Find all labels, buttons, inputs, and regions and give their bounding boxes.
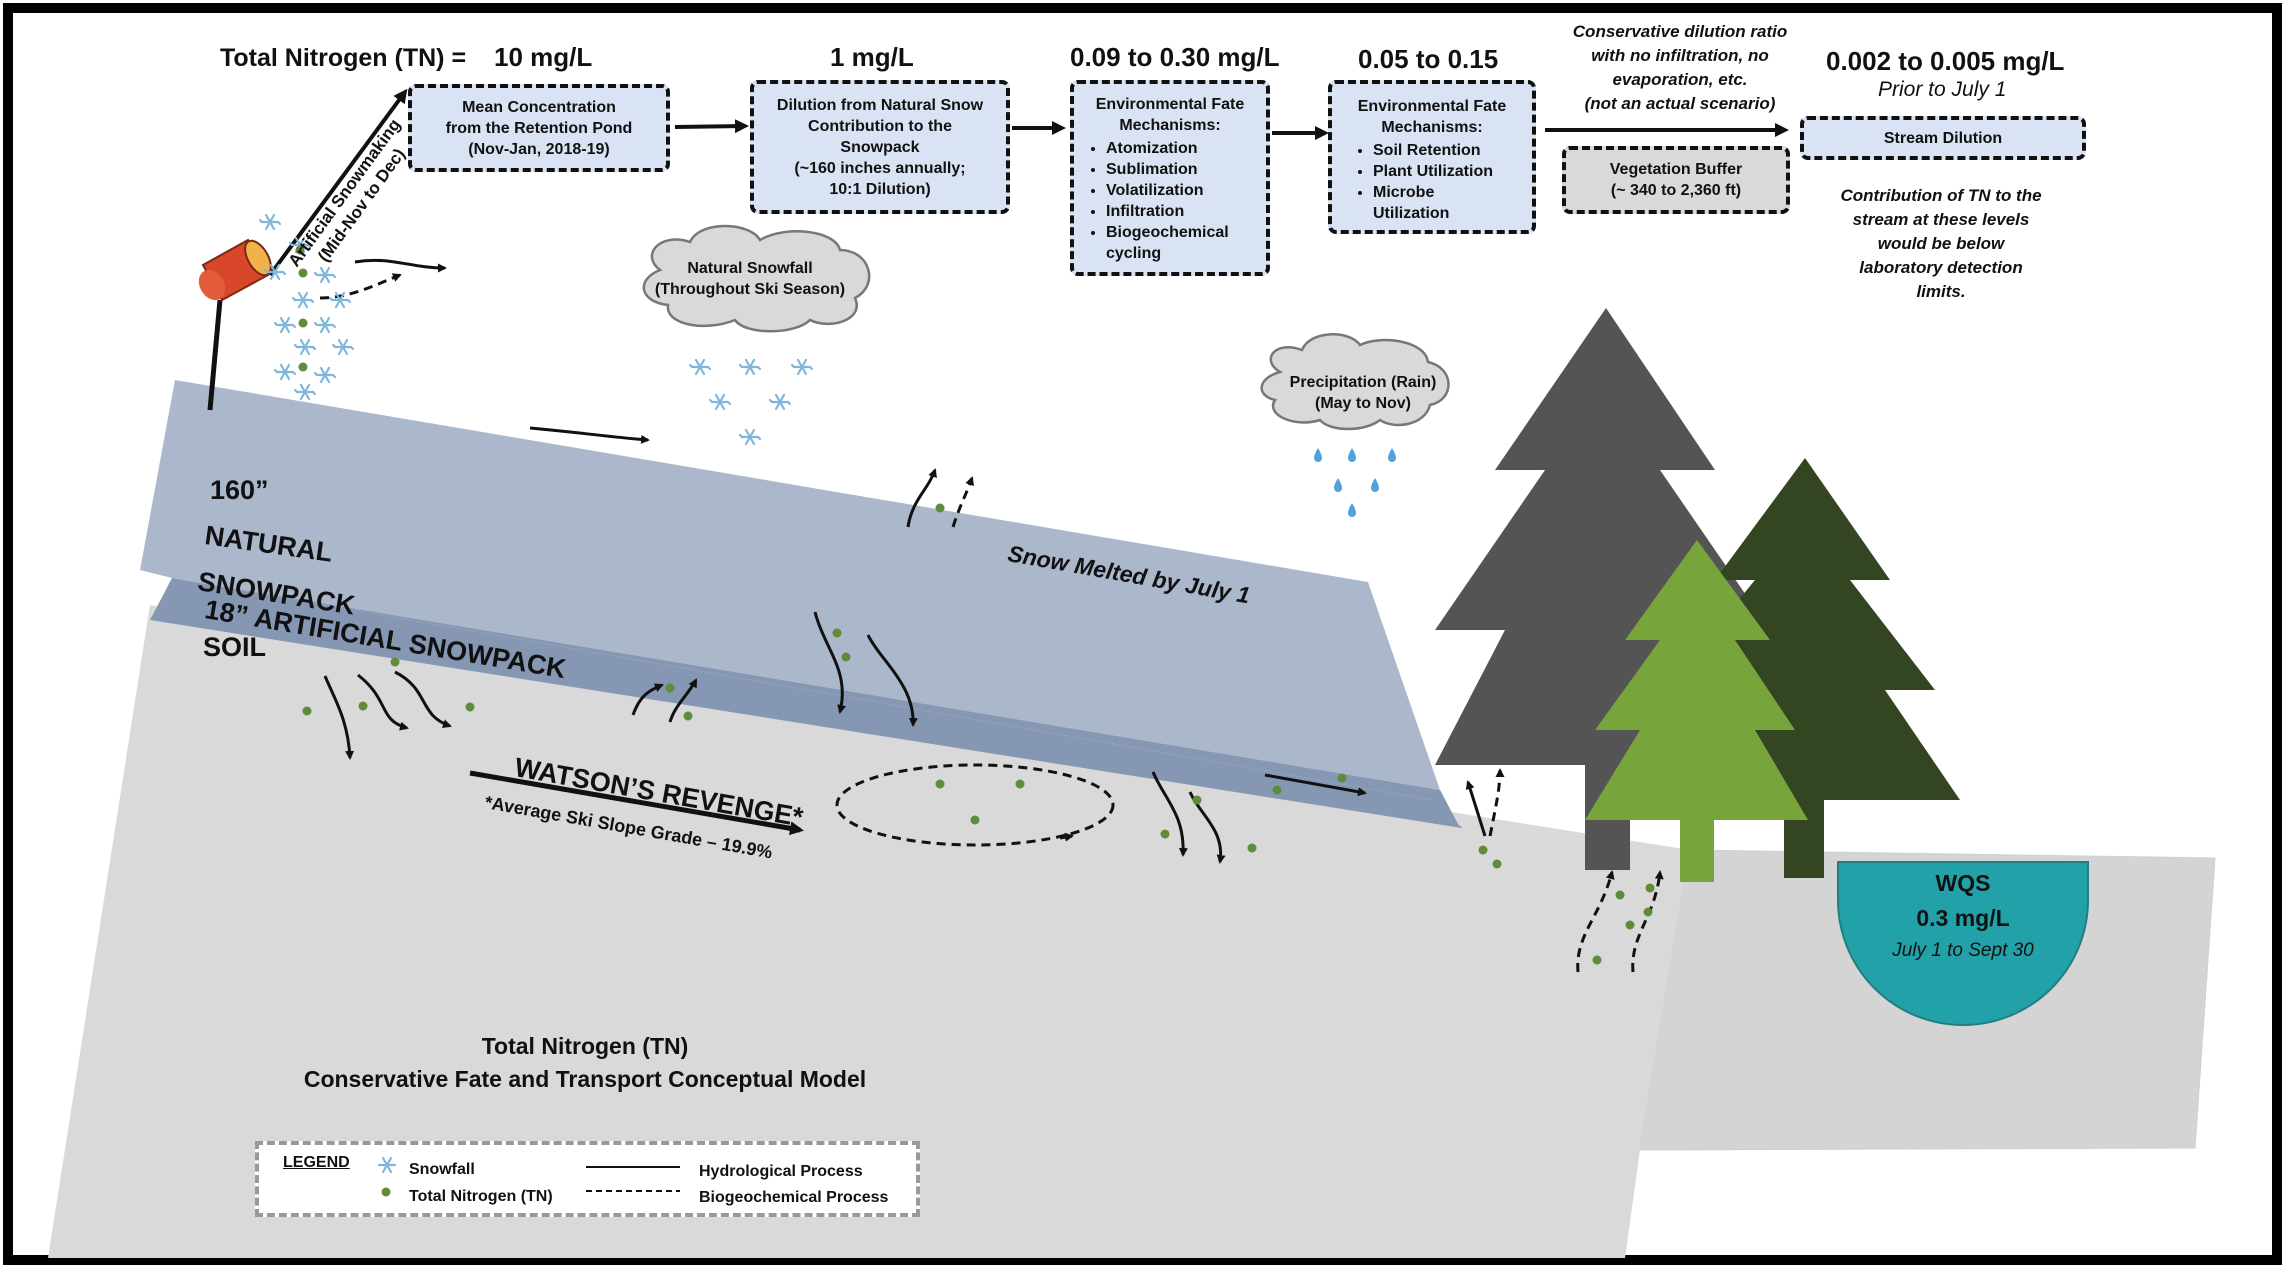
concentration-fate2: 0.05 to 0.15 (1358, 44, 1499, 74)
concentration-fate1: 0.09 to 0.30 mg/L (1070, 42, 1280, 72)
wqs-label: WQS (1935, 870, 1991, 896)
snowflake-icon (377, 1156, 397, 1174)
legend: LEGEND Snowfall Total Nitrogen (TN) Hydr… (255, 1141, 920, 1217)
cloud-icon (1260, 333, 1450, 431)
natural-snowfall-label: Natural Snowfall (Throughout Ski Season) (654, 260, 846, 298)
soil-label: SOIL (203, 632, 267, 662)
concentration-stream-subtitle: Prior to July 1 (1878, 78, 2007, 101)
snow-cannon-icon (198, 238, 272, 411)
snow-dilution-box: Dilution from Natural Snow Contribution … (750, 80, 1010, 214)
tn-particles (295, 245, 1655, 965)
natural-snowpack-layer (140, 380, 1440, 790)
legend-title: LEGEND (283, 1154, 350, 1171)
stream-detection-note: Contribution of TN to the stream at thes… (1840, 186, 2042, 301)
legend-tn: Total Nitrogen (TN) (409, 1188, 553, 1205)
wqs-value: 0.3 mg/L (1916, 905, 2010, 931)
tn-dot-icon (381, 1187, 391, 1197)
legend-bio: Biogeochemical Process (699, 1189, 889, 1206)
legend-line-samples (586, 1166, 680, 1192)
natural-snowpack-depth: 160” (210, 475, 269, 505)
cloud-icon (642, 224, 871, 333)
retention-pond-box: Mean Concentration from the Retention Po… (408, 84, 670, 172)
concentration-stream: 0.002 to 0.005 mg/L (1826, 46, 2065, 76)
environmental-fate-box-1: Environmental Fate Mechanisms: Atomizati… (1070, 80, 1270, 276)
legend-hydro: Hydrological Process (699, 1163, 863, 1180)
model-title: Total Nitrogen (TN) Conservative Fate an… (303, 1033, 867, 1092)
vegetation-buffer-box: Vegetation Buffer (~ 340 to 2,360 ft) (1562, 146, 1790, 214)
stream-dilution-box: Stream Dilution (1800, 116, 2086, 160)
legend-snowfall: Snowfall (409, 1161, 475, 1178)
wqs-stream-pond (1837, 861, 2089, 1026)
environmental-fate-box-2: Environmental Fate Mechanisms: Soil Rete… (1328, 80, 1536, 234)
wqs-period: July 1 to Sept 30 (1892, 940, 2034, 961)
concentration-dilution: 1 mg/L (830, 42, 914, 72)
tree-icon (1585, 540, 1808, 882)
precipitation-label: Precipitation (Rain) (May to Nov) (1289, 374, 1437, 412)
conservative-dilution-note: Conservative dilution ratio with no infi… (1572, 22, 1788, 113)
artificial-snowpack-layer (150, 578, 1462, 828)
concentration-retention: 10 mg/L (494, 42, 593, 72)
tn-label: Total Nitrogen (TN) = (220, 44, 467, 72)
